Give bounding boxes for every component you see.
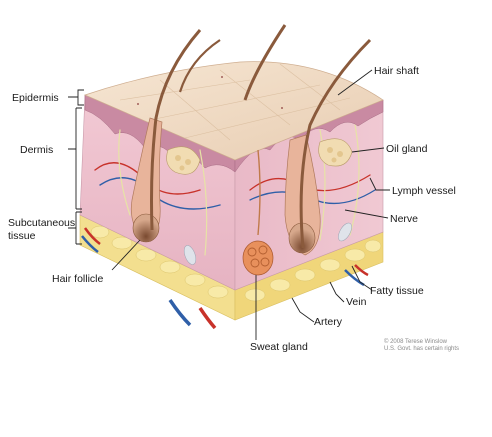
label-fatty-tissue: Fatty tissue: [370, 285, 424, 297]
oil-gland-left: [166, 146, 201, 175]
label-subcutaneous: Subcutaneous: [8, 217, 75, 229]
left-brackets: [68, 89, 84, 245]
hair-shaft-middle: [243, 24, 287, 101]
skin-block: [79, 24, 384, 330]
sweat-gland: [242, 149, 274, 276]
label-hair-follicle: Hair follicle: [52, 273, 104, 285]
label-epidermis: Epidermis: [12, 92, 59, 104]
label-subcutaneous-tissue: tissue: [8, 230, 36, 242]
credit-line-2: U.S. Govt. has certain rights: [384, 346, 459, 352]
label-nerve: Nerve: [390, 213, 418, 225]
label-vein: Vein: [346, 296, 367, 308]
label-sweat-gland: Sweat gland: [250, 341, 308, 353]
pressure-receptors: [183, 222, 352, 265]
hair-shaft-left-tip: [178, 39, 221, 93]
label-oil-gland: Oil gland: [386, 143, 428, 155]
epidermis-band-right: [234, 99, 384, 173]
pores: [137, 76, 283, 109]
hair-follicle-right: [284, 38, 372, 256]
skin-surface-top: [84, 61, 384, 161]
credit-line-1: © 2008 Terese Winslow: [384, 338, 448, 345]
label-artery: Artery: [314, 316, 343, 328]
label-hair-shaft: Hair shaft: [374, 65, 419, 77]
label-lymph-vessel: Lymph vessel: [392, 185, 456, 197]
hair-follicle-left: [130, 29, 202, 243]
oil-gland-right: [318, 138, 353, 167]
surface-creases: [119, 63, 351, 141]
label-dermis: Dermis: [20, 144, 53, 156]
